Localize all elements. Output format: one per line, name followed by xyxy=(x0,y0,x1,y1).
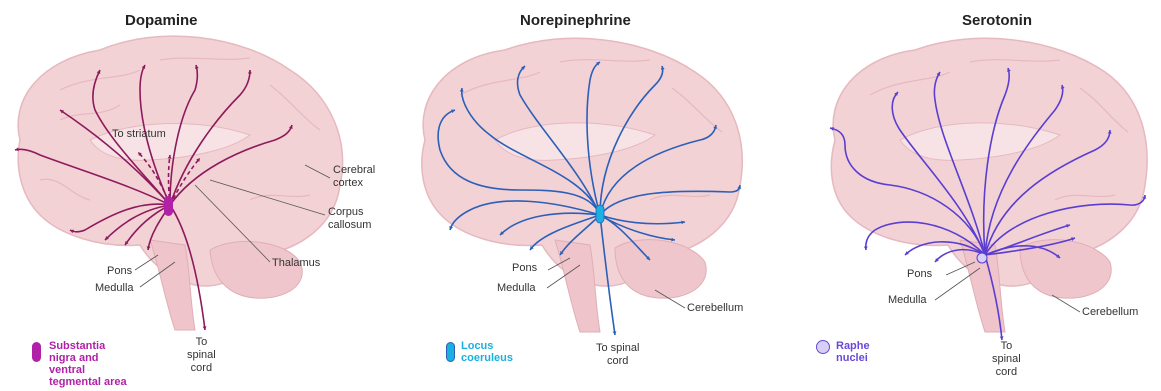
pons-label: Pons xyxy=(512,262,537,275)
corpus-callosum-label: Corpus callosum xyxy=(328,206,371,232)
medulla-label: Medulla xyxy=(497,282,536,295)
brain-illustration xyxy=(831,38,1147,332)
raphe-nuclei-legend: Raphe nuclei xyxy=(814,340,870,364)
dopamine-panel: Dopamine xyxy=(0,0,387,391)
substantia-nigra-marker xyxy=(164,196,173,216)
brain-illustration xyxy=(18,36,342,330)
pons-label: Pons xyxy=(907,268,932,281)
arrowhead xyxy=(864,246,868,250)
brain-illustration xyxy=(422,38,742,332)
medulla-label: Medulla xyxy=(95,282,134,295)
medulla-label: Medulla xyxy=(888,294,927,307)
to-spinal-cord-label: To spinal cord xyxy=(992,340,1021,379)
locus-coeruleus-marker xyxy=(596,205,604,223)
to-spinal-cord-label: To spinal cord xyxy=(596,342,639,368)
serotonin-brain-diagram xyxy=(790,0,1161,391)
legend-label: Raphe nuclei xyxy=(836,340,870,364)
substantia-nigra-legend: Substantia nigra and ventral tegmental a… xyxy=(22,340,127,388)
raphe-nuclei-marker xyxy=(977,253,987,263)
dopamine-brain-diagram xyxy=(0,0,387,391)
locus-coeruleus-legend: Locus coeruleus xyxy=(444,340,513,364)
to-spinal-cord-label: To spinal cord xyxy=(187,336,216,375)
cerebral-cortex-label: Cerebral cortex xyxy=(333,164,375,190)
legend-label: Substantia nigra and ventral tegmental a… xyxy=(49,340,127,388)
thalamus-label: Thalamus xyxy=(272,257,320,270)
cerebellum-label: Cerebellum xyxy=(687,302,743,315)
cerebellum-label: Cerebellum xyxy=(1082,306,1138,319)
pons-label: Pons xyxy=(107,265,132,278)
pill-marker-icon xyxy=(446,342,455,362)
legend-label: Locus coeruleus xyxy=(461,340,513,364)
pill-marker-icon xyxy=(32,342,41,362)
norepinephrine-panel: Norepinephrine xyxy=(400,0,780,391)
circle-marker-icon xyxy=(816,340,830,354)
to-striatum-label: To striatum xyxy=(112,128,166,141)
norepinephrine-brain-diagram xyxy=(400,0,780,391)
serotonin-panel: Serotonin xyxy=(790,0,1161,391)
